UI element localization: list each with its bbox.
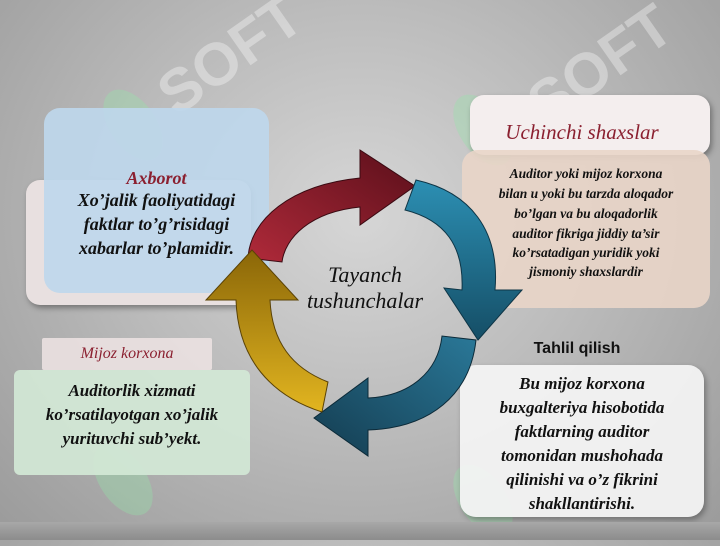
uchinchi-line: auditor fikriga jiddiy ta’sir bbox=[512, 226, 660, 241]
tahlil-line: qilinishi va o’z fikrini bbox=[506, 470, 658, 489]
arrow-gold bbox=[204, 249, 329, 413]
uchinchi-title: Uchinchi shaxslar bbox=[505, 120, 659, 144]
arrow-red bbox=[247, 149, 416, 263]
tahlil-line: faktlarning auditor bbox=[514, 422, 650, 441]
mijoz-title-box bbox=[42, 338, 212, 370]
axborot-line: Xo’jalik faoliyatidagi bbox=[77, 190, 236, 210]
tahlil-title: Tahlil qilish bbox=[533, 340, 621, 357]
mijoz-line: Auditorlik xizmati bbox=[68, 381, 196, 400]
uchinchi-line: ko’rsatadigan yuridik yoki bbox=[512, 245, 660, 260]
tahlil-line: tomonidan mushohada bbox=[500, 446, 664, 465]
uchinchi-line: bo’lgan va bu aloqadorlik bbox=[514, 206, 658, 221]
uchinchi-back-card bbox=[470, 95, 710, 155]
uchinchi-card bbox=[462, 150, 710, 308]
uchinchi-line: Auditor yoki mijoz korxona bbox=[509, 166, 663, 181]
tahlil-line: buxgalteriya hisobotida bbox=[499, 398, 665, 417]
mijoz-title: Mijoz korxona bbox=[80, 345, 174, 362]
tahlil-line: shakllantirishi. bbox=[528, 494, 636, 513]
arrow-blue bbox=[404, 179, 524, 341]
axborot-line: faktlar to’g’risidagi bbox=[83, 214, 230, 234]
mijoz-line: yurituvchi sub’yekt. bbox=[62, 429, 202, 448]
arrow-teal bbox=[313, 335, 477, 457]
center-label: tushunchalar bbox=[306, 288, 424, 313]
uchinchi-line: bilan u yoki bu tarzda aloqador bbox=[498, 186, 674, 201]
footer-strip bbox=[0, 522, 720, 540]
mijoz-card bbox=[14, 370, 250, 475]
tahlil-line: Bu mijoz korxona bbox=[519, 374, 645, 393]
axborot-card bbox=[44, 108, 269, 293]
mijoz-line: ko’rsatilayotgan xo’jalik bbox=[45, 405, 219, 424]
uchinchi-line: jismoniy shaxslardir bbox=[529, 264, 643, 279]
axborot-line: xabarlar to’plamidir. bbox=[78, 238, 235, 258]
axborot-title: Axborot bbox=[126, 168, 187, 188]
tahlil-card bbox=[460, 365, 704, 517]
center-label: Tayanch bbox=[328, 262, 402, 287]
